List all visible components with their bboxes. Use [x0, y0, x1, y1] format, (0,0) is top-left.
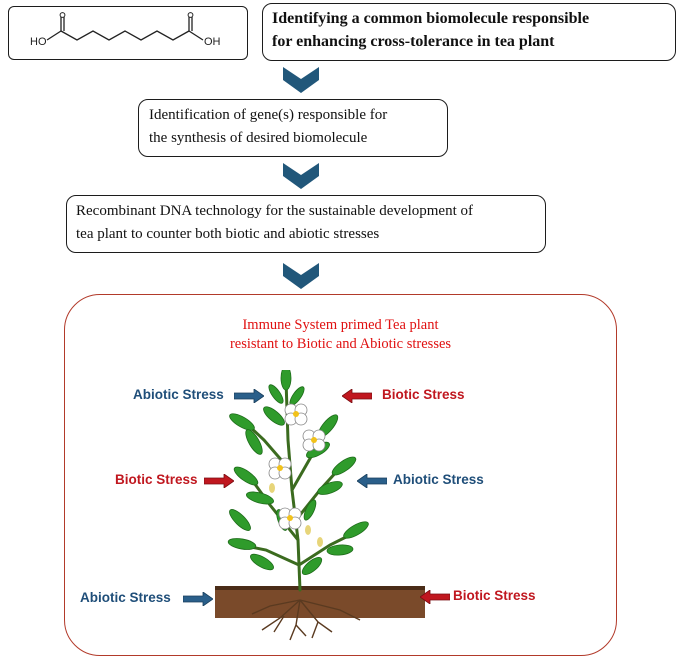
- biotic-stress-label-bottom-right: Biotic Stress: [453, 588, 536, 603]
- hydroxyl-left-label: HO: [30, 36, 47, 48]
- panel-title-line-1: Immune System primed Tea plant: [242, 317, 439, 333]
- step-3-line-1: Recombinant DNA technology for the susta…: [76, 203, 473, 219]
- chevron-down-icon: [283, 163, 319, 189]
- arrow-right-icon: [204, 474, 234, 488]
- biotic-stress-label-top-right: Biotic Stress: [382, 387, 465, 402]
- arrow-right-icon: [183, 592, 213, 606]
- step-1-line-1: Identifying a common biomolecule respons…: [272, 10, 590, 27]
- abiotic-stress-label-top-left: Abiotic Stress: [133, 387, 224, 402]
- panel-title-line-2: resistant to Biotic and Abiotic stresses: [229, 336, 452, 352]
- step-2-line-2: the synthesis of desired biomolecule: [149, 130, 368, 146]
- arrow-left-icon: [420, 590, 450, 604]
- step-1-line-2: for enhancing cross-tolerance in tea pla…: [272, 33, 555, 50]
- biotic-stress-label-mid-left: Biotic Stress: [115, 472, 198, 487]
- abiotic-stress-label-bottom-left: Abiotic Stress: [80, 590, 171, 605]
- chevron-down-icon: [283, 67, 319, 93]
- step-2-line-1: Identification of gene(s) responsible fo…: [149, 107, 388, 123]
- chevron-down-icon: [283, 263, 319, 289]
- step-3-line-2: tea plant to counter both biotic and abi…: [76, 226, 380, 242]
- arrow-left-icon: [342, 389, 372, 403]
- chemical-structure-icon: [46, 12, 204, 41]
- abiotic-stress-label-mid-right: Abiotic Stress: [393, 472, 484, 487]
- step-2-box: Identification of gene(s) responsible fo…: [138, 99, 448, 157]
- hydroxyl-right-label: OH: [204, 36, 221, 48]
- step-3-box: Recombinant DNA technology for the susta…: [66, 195, 546, 253]
- molecule-structure-box: HO OH: [8, 6, 248, 60]
- step-1-box: Identifying a common biomolecule respons…: [262, 3, 676, 61]
- tea-plant-illustration: [215, 370, 425, 641]
- arrow-left-icon: [357, 474, 387, 488]
- arrow-right-icon: [234, 389, 264, 403]
